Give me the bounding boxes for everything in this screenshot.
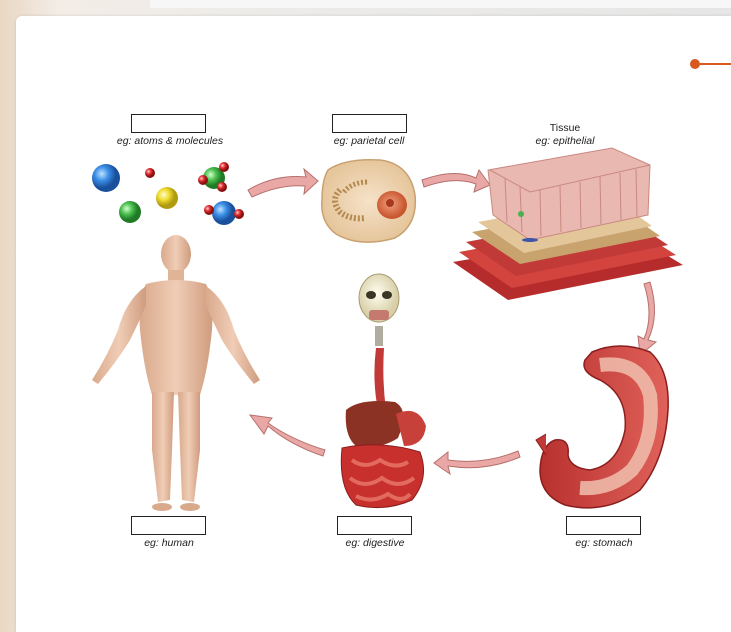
answer-box-cellular[interactable] <box>332 114 407 133</box>
arrow-stomach-to-system <box>434 451 520 474</box>
caption-organ: eg: stomach <box>552 537 656 549</box>
arrow-system-to-organism <box>250 415 325 456</box>
parietal-cell-illustration <box>322 160 416 242</box>
label-tissue: Tissue <box>530 122 600 134</box>
arrow-cell-to-tissue <box>422 170 490 192</box>
arrow-tissue-to-stomach <box>638 282 656 355</box>
answer-box-system[interactable] <box>337 516 412 535</box>
answer-box-chemical[interactable] <box>131 114 206 133</box>
epithelial-tissue-illustration <box>453 148 683 300</box>
molecules-illustration <box>92 162 244 225</box>
arrow-molecules-to-cell <box>248 169 318 197</box>
human-body-illustration <box>92 235 260 511</box>
stomach-illustration <box>536 346 668 508</box>
caption-chemical: eg: atoms & molecules <box>96 135 244 147</box>
caption-cellular: eg: parietal cell <box>310 135 428 147</box>
caption-organism: eg: human <box>120 537 218 549</box>
digestive-system-illustration <box>341 274 426 508</box>
caption-system: eg: digestive <box>323 537 427 549</box>
answer-box-organism[interactable] <box>131 516 206 535</box>
caption-tissue: eg: epithelial <box>515 135 615 147</box>
answer-box-organ[interactable] <box>566 516 641 535</box>
